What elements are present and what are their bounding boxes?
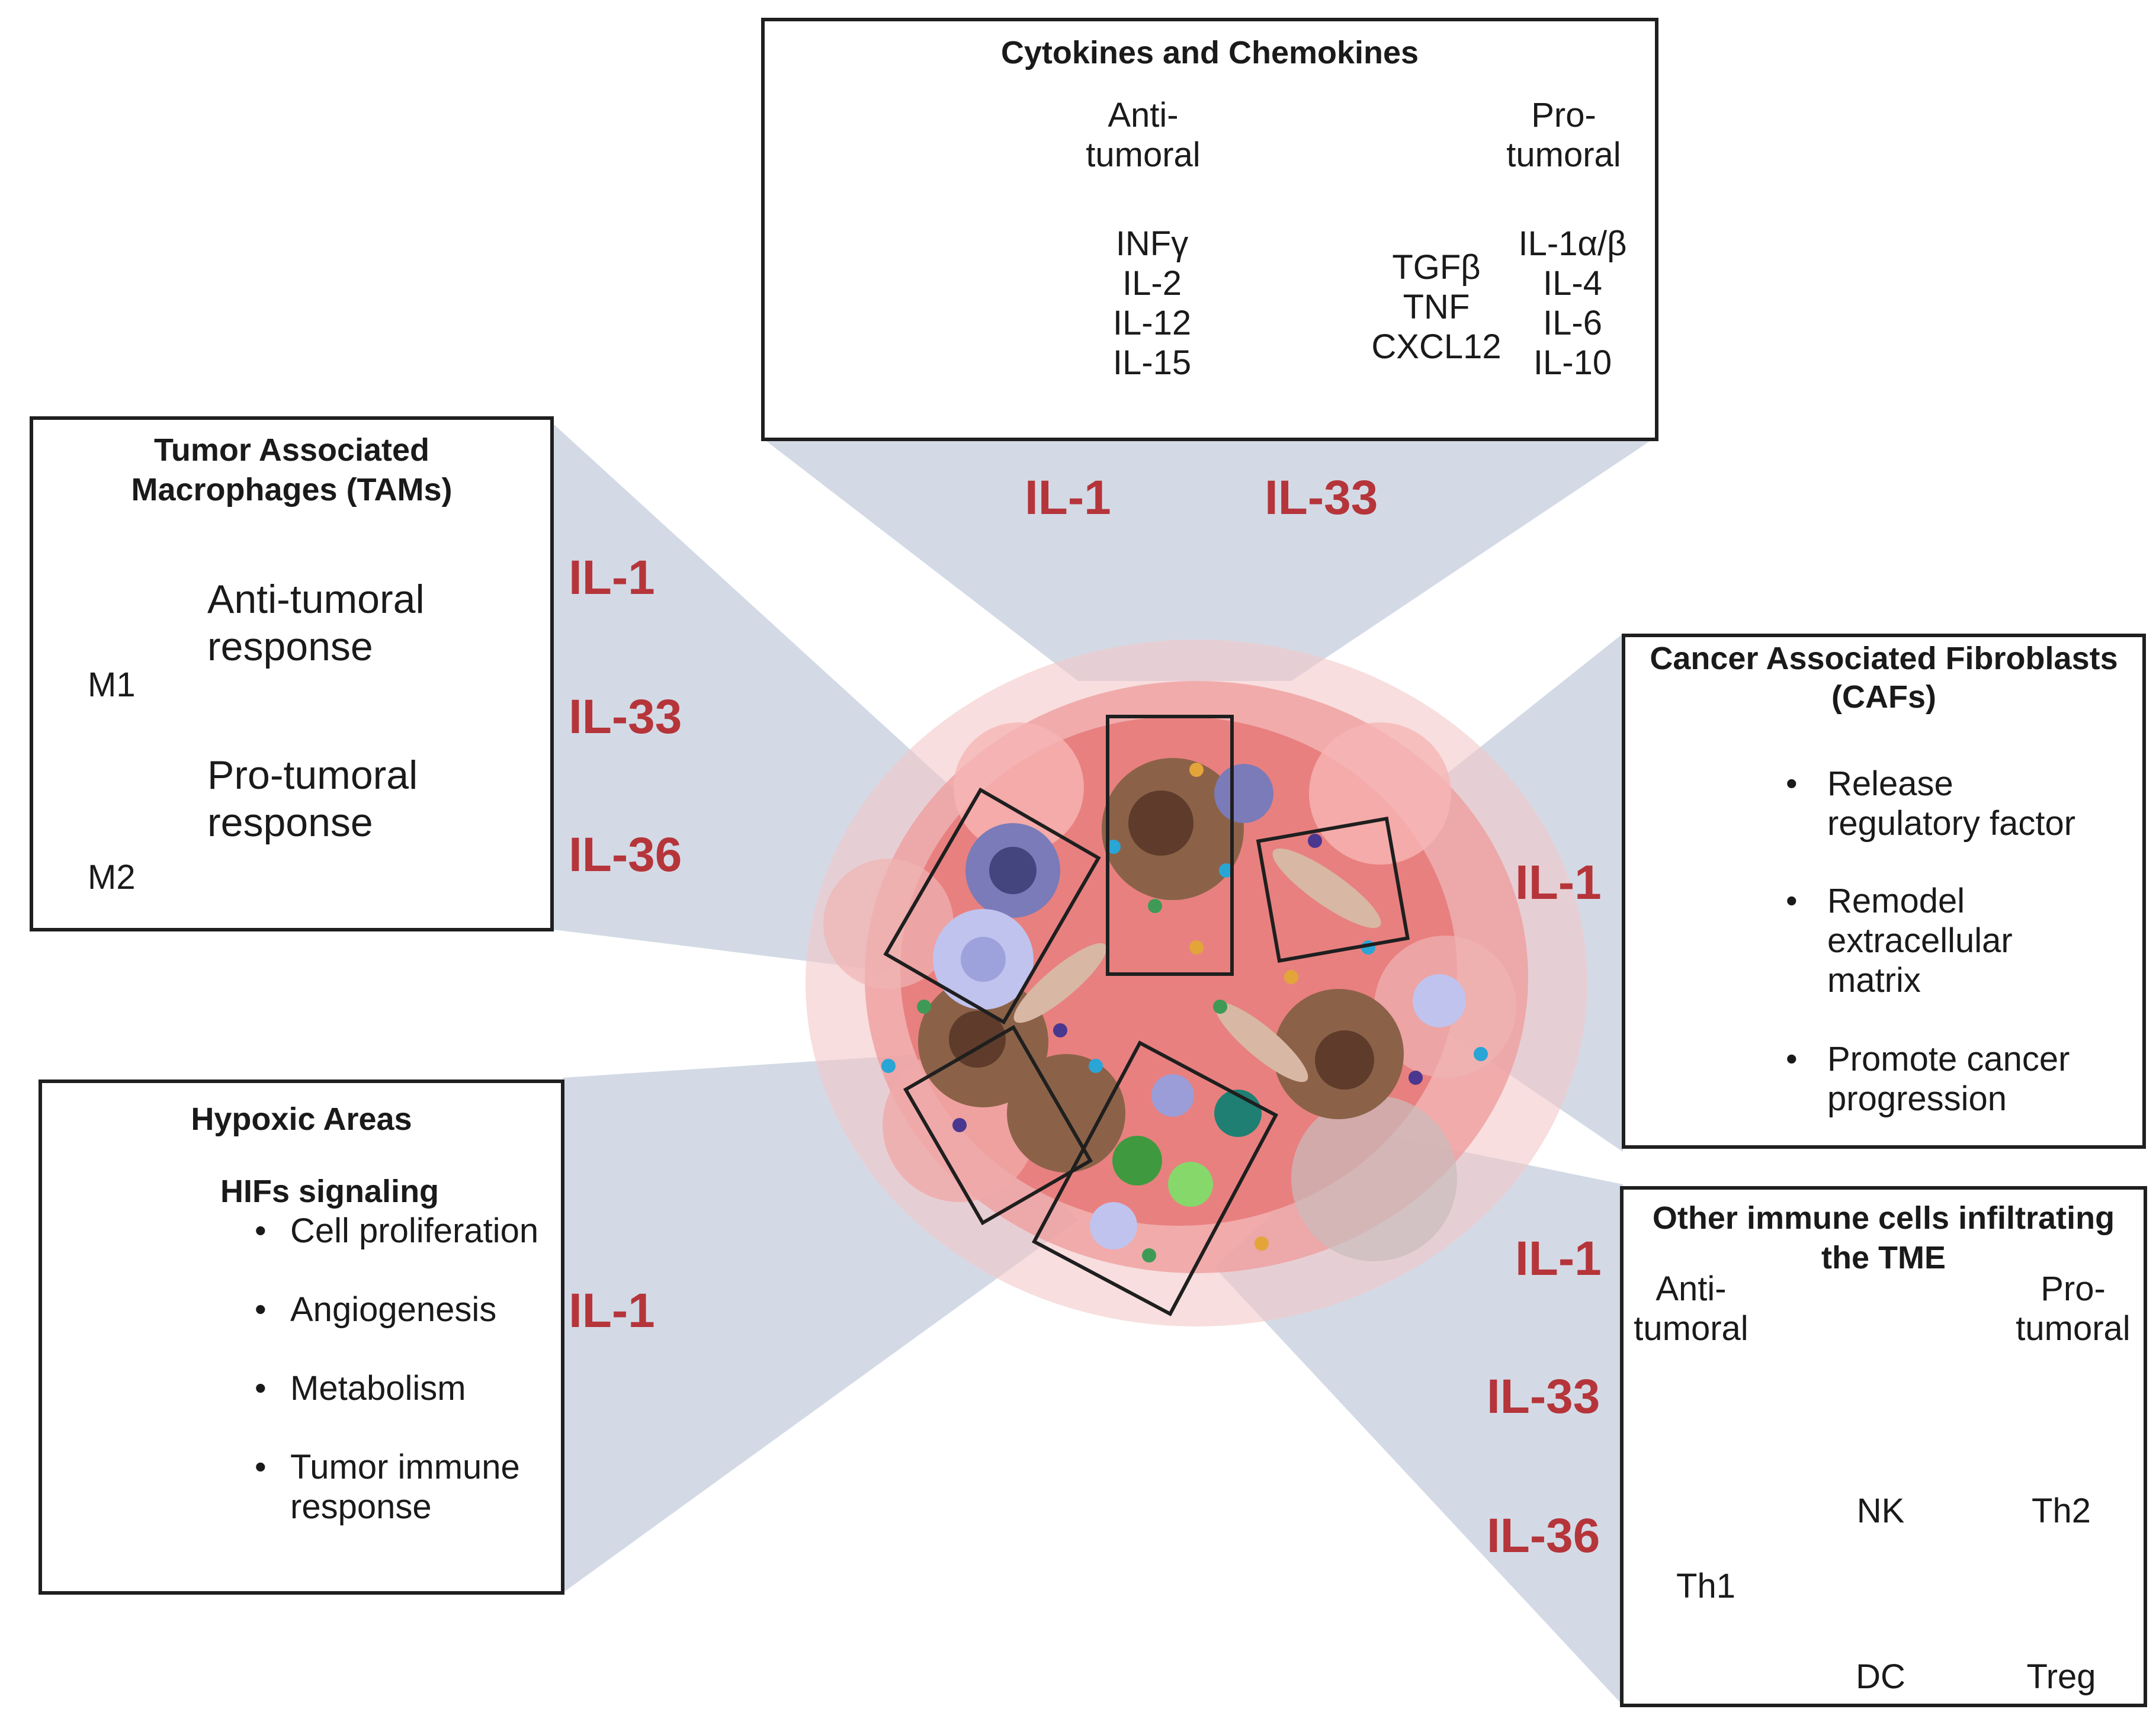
immune-title-line2: the TME: [1821, 1240, 1946, 1276]
th1-label: Th1: [1676, 1567, 1735, 1605]
hypoxic-bullet-2: Angiogenesis: [290, 1290, 497, 1329]
anti-cytokine-3: IL-12: [1112, 304, 1192, 342]
m1-response-line1: Anti-tumoral: [207, 577, 425, 622]
th2-label: Th2: [2032, 1492, 2091, 1530]
cytokines-panel: [761, 18, 1658, 441]
mid-cytokine-3: CXCL12: [1371, 327, 1502, 366]
pro-cytokine-2: IL-4: [1543, 264, 1602, 303]
cafs-title-line2: (CAFs): [1831, 679, 1936, 715]
immune-il-33: IL-33: [1487, 1370, 1600, 1424]
bullet-dot: •: [255, 1290, 267, 1328]
bullet-dot: •: [255, 1448, 267, 1485]
anti-cytokine-2: IL-2: [1122, 264, 1182, 303]
tams-title-line2: Macrophages (TAMs): [131, 472, 453, 507]
mid-cytokine-1: TGFβ: [1392, 248, 1481, 287]
immune-il-36: IL-36: [1487, 1509, 1600, 1563]
cytokines-anti-label: Anti- tumoral: [1086, 96, 1201, 174]
bullet-dot: •: [1786, 1040, 1798, 1077]
cafs-panel: [1622, 634, 2146, 1149]
tams-il-36: IL-36: [569, 828, 682, 882]
cafs-bullet-2-cont-2: matrix: [1827, 961, 1921, 1000]
cafs-bullet-3: Promote cancer: [1827, 1040, 2070, 1078]
hypoxic-bullet-1: Cell proliferation: [290, 1212, 539, 1250]
anti-cytokine-1: INFγ: [1115, 224, 1189, 263]
dc-label: DC: [1856, 1657, 1905, 1696]
cafs-bullet-3-cont: progression: [1827, 1080, 2007, 1118]
hypoxic-bullet-4: Tumor immune: [290, 1448, 520, 1486]
m1-response-line2: response: [207, 624, 373, 669]
cytokines-title: Cytokines and Chemokines: [1000, 35, 1419, 70]
immune-anti-label-line1: Anti-: [1656, 1270, 1727, 1308]
mid-cytokine-2: TNF: [1403, 288, 1470, 326]
cafs-bullet-1-cont: regulatory factor: [1827, 804, 2076, 843]
immune-pro-label-line1: Pro-: [2040, 1270, 2106, 1308]
m1-label: M1: [88, 666, 136, 704]
hifs-signaling-heading: HIFs signaling: [220, 1174, 439, 1209]
cafs-bullet-2-cont-1: extracellular: [1827, 921, 2013, 960]
m2-response-line1: Pro-tumoral: [207, 753, 418, 798]
nk-label: NK: [1856, 1492, 1905, 1530]
tams-il-1: IL-1: [569, 551, 655, 605]
hypoxic-bullet-3: Metabolism: [290, 1369, 466, 1408]
pro-cytokine-4: IL-10: [1533, 343, 1612, 382]
cytokines-pro-label: Pro- tumoral: [1506, 96, 1621, 174]
cafs-title-line1: Cancer Associated Fibroblasts: [1650, 641, 2118, 676]
cafs-bullet-2: Remodel: [1827, 882, 1965, 920]
tams-panel: [30, 416, 554, 931]
anti-cytokine-4: IL-15: [1112, 343, 1192, 382]
pro-cytokine-3: IL-6: [1543, 304, 1602, 342]
m2-response-line2: response: [207, 800, 373, 845]
tams-title-line1: Tumor Associated: [153, 432, 430, 468]
cafs-bullet-1: Release: [1827, 764, 1953, 803]
bullet-dot: •: [255, 1369, 267, 1406]
m2-label: M2: [88, 858, 136, 897]
bullet-dot: •: [1786, 764, 1798, 802]
cytokines-il-33: IL-33: [1265, 471, 1378, 525]
immune-pro-label-line2: tumoral: [2016, 1309, 2131, 1348]
pro-cytokine-1: IL-1α/β: [1518, 224, 1627, 263]
connector-cytokines: [764, 439, 1653, 681]
hypoxic-il-1: IL-1: [569, 1284, 655, 1338]
tumor-mass: [806, 640, 1587, 1326]
immune-title-line1: Other immune cells infiltrating: [1652, 1200, 2115, 1236]
cafs-il-1: IL-1: [1515, 856, 1602, 910]
treg-label: Treg: [2026, 1657, 2096, 1696]
bullet-dot: •: [255, 1212, 267, 1249]
hypoxic-panel: [38, 1080, 564, 1595]
immune-il-1: IL-1: [1515, 1232, 1602, 1286]
cytokines-il-1: IL-1: [1025, 471, 1111, 525]
cytokine-dots: [881, 763, 1488, 1262]
hypoxic-bullet-4-cont: response: [290, 1488, 432, 1526]
immune-anti-label-line2: tumoral: [1634, 1309, 1748, 1348]
hypoxic-title: Hypoxic Areas: [191, 1101, 412, 1137]
bullet-dot: •: [1786, 882, 1798, 919]
immune-panel: [1620, 1186, 2147, 1707]
tams-il-33: IL-33: [569, 690, 682, 744]
